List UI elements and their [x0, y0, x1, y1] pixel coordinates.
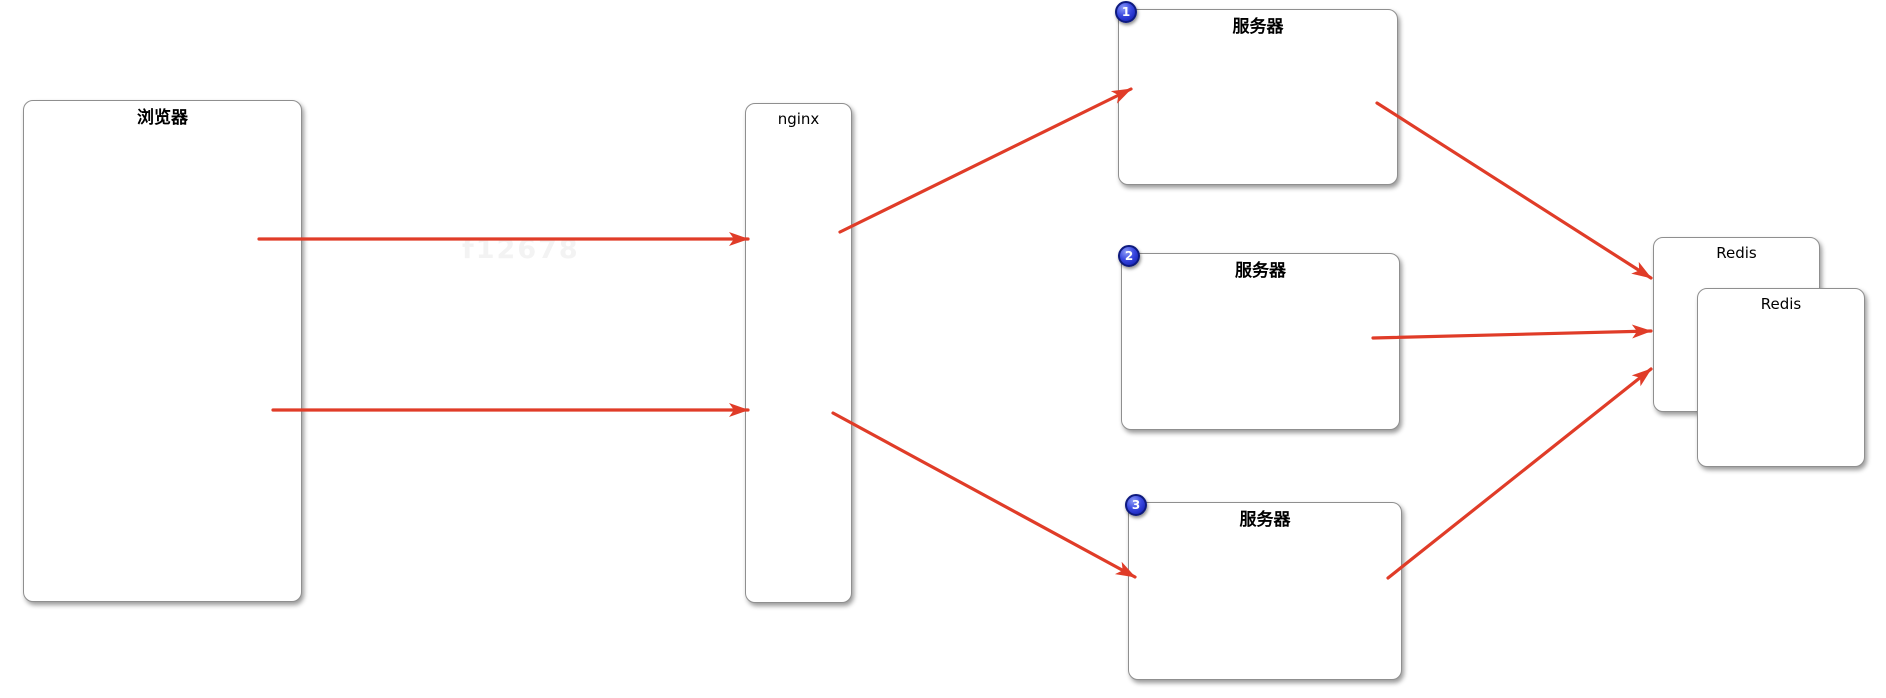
arrow-server3-to-redis [1386, 367, 1653, 580]
server2-badge: 2 [1118, 245, 1140, 267]
server1-node: 1 服务器 [1115, 1, 1398, 185]
watermark: f12678 [462, 234, 580, 265]
arrow-nginx-to-server1 [838, 87, 1133, 234]
arrow-server1-to-redis [1375, 101, 1653, 280]
redis-front-node: Redis [1697, 288, 1865, 467]
redis-front-label: Redis [1760, 295, 1802, 313]
server3-node: 3 服务器 [1125, 494, 1402, 680]
server1-badge: 1 [1115, 1, 1137, 23]
server1-label: 服务器 [1232, 17, 1284, 37]
redis-back-label: Redis [1716, 244, 1757, 262]
browser-node: 浏览器 [23, 100, 302, 602]
arrow-server2-to-redis [1371, 324, 1653, 340]
browser-label: 浏览器 [137, 108, 188, 128]
server2-label: 服务器 [1235, 261, 1286, 281]
server3-label: 服务器 [1239, 510, 1291, 530]
nginx-label: nginx [777, 110, 820, 128]
arrow-nginx-to-server3 [831, 411, 1137, 579]
nginx-node: nginx [745, 103, 852, 603]
server3-badge: 3 [1125, 494, 1147, 516]
server2-node: 2 服务器 [1118, 245, 1400, 430]
